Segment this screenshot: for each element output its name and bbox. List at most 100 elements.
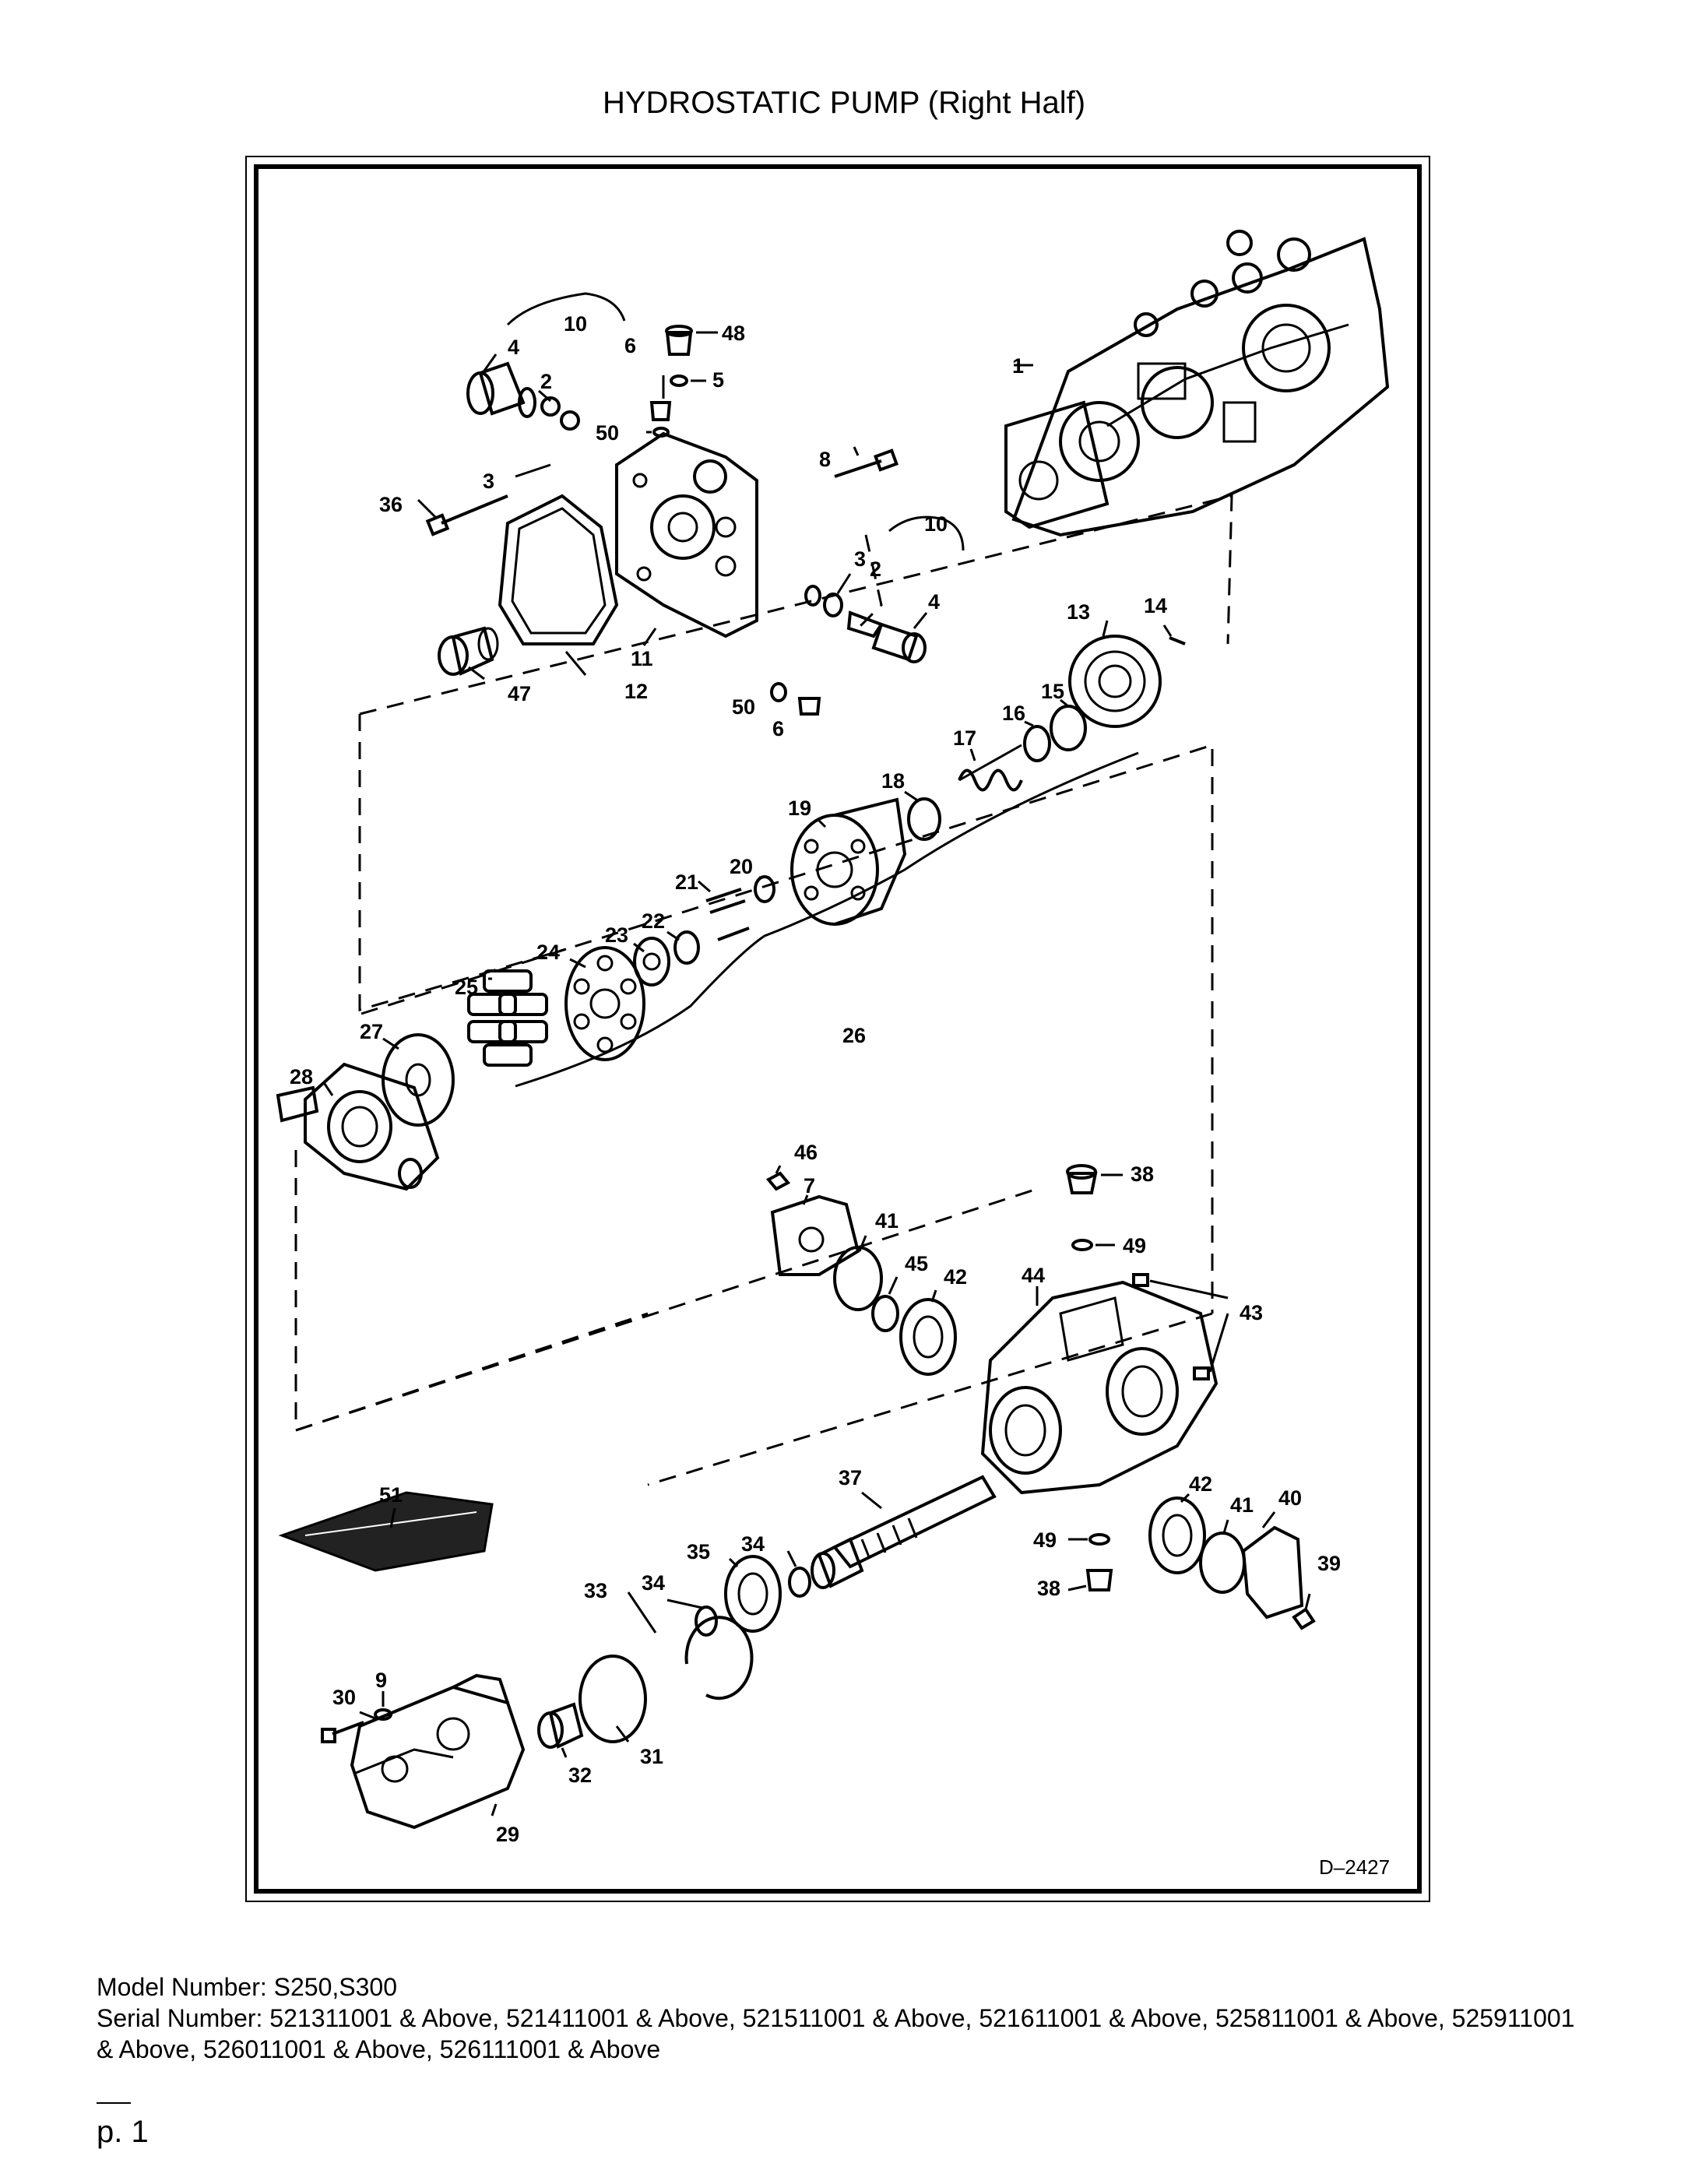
o-ring-part-41-upper	[833, 1246, 883, 1311]
callout-40: 40	[1278, 1486, 1302, 1510]
ring-part-15	[1050, 705, 1087, 751]
callout-42: 42	[944, 1265, 967, 1289]
o-ring-part-31	[578, 1655, 647, 1743]
bearing-part-42-upper	[899, 1298, 957, 1376]
charge-pump-part-29	[350, 1673, 526, 1830]
callout-4: 4	[928, 590, 940, 614]
washer-part-9	[374, 1708, 392, 1721]
o-ring-part-49-upper	[1071, 1239, 1093, 1251]
bearing-part-35	[724, 1555, 782, 1633]
valve-plate-part-13	[1068, 635, 1162, 728]
spring-part-17	[958, 744, 1023, 792]
bearing-part-42-lower	[1148, 1496, 1206, 1574]
callout-28: 28	[290, 1065, 313, 1088]
bolt-part-8	[834, 448, 899, 478]
plug-part-48	[665, 325, 693, 356]
callout-49: 49	[1123, 1234, 1146, 1257]
retainer-part-23	[633, 937, 670, 986]
bolt-part-30	[321, 1721, 364, 1743]
callout-38: 38	[1037, 1577, 1060, 1600]
callout-48: 48	[722, 322, 745, 345]
callout-34: 34	[642, 1571, 665, 1595]
diagram-outer-frame	[245, 156, 1430, 1902]
callout-4: 4	[508, 336, 519, 359]
cover-plate-part-7	[770, 1194, 860, 1276]
callout-42: 42	[1189, 1472, 1212, 1496]
callout-34: 34	[741, 1532, 765, 1556]
callout-1: 1	[1012, 354, 1024, 378]
callout-labels: 1 2 2 3 3 4 4 5 6 6 7 8 9 10 10 11 12 13…	[290, 312, 1341, 1846]
callout-12: 12	[624, 680, 648, 703]
callout-17: 17	[953, 726, 976, 750]
swashplate-part-28	[276, 1062, 440, 1191]
pins-part-21	[705, 888, 750, 941]
dowel-pins-part-43	[1132, 1273, 1229, 1380]
callout-11: 11	[631, 647, 653, 670]
snap-ring-part-34-lower	[695, 1605, 718, 1637]
end-cap-part-11	[615, 431, 758, 638]
needle-bearing-part-47	[438, 626, 499, 676]
plug-part-38-lower	[1085, 1569, 1113, 1591]
callout-25: 25	[455, 976, 478, 999]
plug-part-6-top	[649, 401, 672, 421]
gasket-part-12	[498, 494, 619, 645]
callout-3: 3	[854, 547, 866, 571]
o-ring-part-41-lower	[1199, 1532, 1246, 1594]
callout-14: 14	[1144, 594, 1167, 617]
pump-assembly-part-1	[1004, 230, 1390, 537]
callout-10: 10	[924, 512, 948, 536]
callout-41: 41	[1230, 1493, 1254, 1517]
page-title: HYDROSTATIC PUMP (Right Half)	[602, 86, 1086, 120]
model-number-line: Model Number: S250,S300	[97, 1973, 397, 2001]
cylinder-block-part-19	[790, 797, 907, 926]
callout-44: 44	[1022, 1264, 1045, 1287]
callout-2: 2	[870, 557, 881, 581]
callout-3: 3	[483, 470, 494, 493]
exploded-parts-diagram: 1 2 2 3 3 4 4 5 6 6 7 8 9 10 10 11 12 13…	[276, 230, 1390, 1879]
o-ring-part-50-top	[652, 427, 670, 438]
callout-6: 6	[624, 334, 636, 357]
callout-38: 38	[1131, 1162, 1154, 1186]
drawing-id: D–2427	[1319, 1855, 1390, 1879]
bolt-part-36	[425, 494, 508, 536]
callout-39: 39	[1317, 1552, 1341, 1575]
callout-23: 23	[605, 923, 628, 947]
callout-15: 15	[1041, 680, 1064, 703]
rotating-group-bracket-part-26	[515, 751, 1139, 1088]
o-ring-part-49-lower	[1088, 1533, 1110, 1546]
callout-32: 32	[568, 1764, 592, 1787]
callout-6: 6	[772, 717, 784, 740]
callout-50: 50	[596, 421, 619, 445]
footer-rule	[97, 2102, 131, 2104]
callout-22: 22	[642, 909, 665, 933]
housing-part-44	[980, 1280, 1219, 1495]
callout-18: 18	[881, 769, 905, 793]
ball-guide-part-22	[673, 930, 700, 965]
screw-part-46	[765, 1171, 791, 1191]
callout-47: 47	[508, 682, 531, 705]
ring-part-16	[1023, 725, 1051, 762]
callout-31: 31	[640, 1745, 663, 1768]
callout-10: 10	[564, 312, 587, 336]
callout-20: 20	[730, 855, 753, 878]
relief-valve-group-left	[466, 292, 626, 431]
callout-9: 9	[375, 1669, 387, 1692]
callout-51: 51	[379, 1483, 403, 1507]
callout-7: 7	[804, 1174, 815, 1198]
callout-27: 27	[360, 1020, 383, 1043]
callout-46: 46	[794, 1141, 818, 1164]
callout-30: 30	[332, 1686, 356, 1709]
assembly-dashed-lines	[294, 494, 1233, 1486]
callout-5: 5	[712, 368, 724, 392]
callout-16: 16	[1002, 702, 1025, 725]
leader-lines	[323, 331, 1311, 1816]
seal-part-45	[871, 1295, 899, 1332]
callout-36: 36	[379, 493, 403, 516]
ring-part-20	[754, 875, 775, 903]
callout-26: 26	[842, 1024, 866, 1047]
callout-49: 49	[1033, 1528, 1057, 1552]
drive-shaft-part-37	[811, 1475, 997, 1589]
callout-2: 2	[540, 370, 552, 393]
serial-number-line: Serial Number: 521311001 & Above, 521411…	[97, 2004, 1575, 2063]
snap-ring-part-34-upper	[788, 1567, 811, 1598]
